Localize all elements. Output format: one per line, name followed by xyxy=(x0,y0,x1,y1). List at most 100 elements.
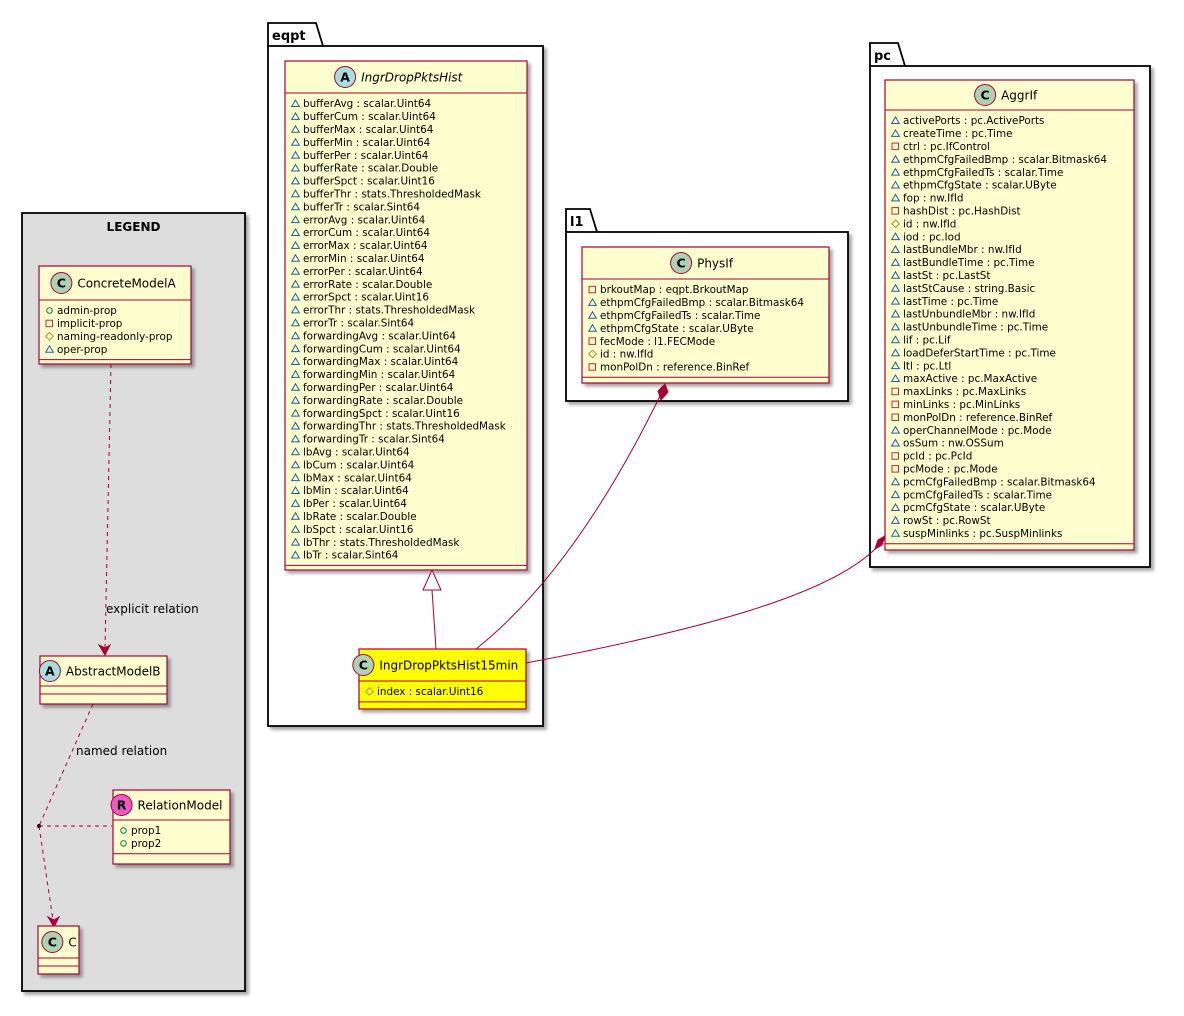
attribute: lbMin : scalar.Uint64 xyxy=(303,485,409,497)
visibility-package-icon xyxy=(290,550,301,559)
class-name: IngrDropPktsHist xyxy=(361,71,464,85)
visibility-package-icon xyxy=(290,344,301,353)
class-name: PhysIf xyxy=(697,257,734,271)
attribute: iod : pc.Iod xyxy=(903,231,961,243)
named-relation-edge: named relation xyxy=(37,703,167,929)
visibility-package-icon xyxy=(890,425,901,434)
attribute: bufferMax : scalar.Uint64 xyxy=(303,124,434,136)
class-box xyxy=(284,60,528,571)
attribute: forwardingThr : stats.ThresholdedMask xyxy=(303,421,506,433)
attribute: monPolDn : reference.BinRef xyxy=(903,412,1053,424)
class-name: AggrIf xyxy=(1001,89,1038,103)
visibility-protected-icon xyxy=(587,349,598,359)
visibility-package-icon xyxy=(290,447,301,456)
attribute: lbPer : scalar.Uint64 xyxy=(303,498,407,510)
visibility-package-icon xyxy=(290,137,301,146)
composition-diamond-aggrif xyxy=(874,534,886,551)
visibility-package-icon xyxy=(290,215,301,224)
visibility-package-icon xyxy=(890,154,901,163)
visibility-package-icon xyxy=(290,357,301,365)
visibility-package-icon xyxy=(290,124,301,133)
attribute: lbCum : scalar.Uint64 xyxy=(303,459,415,471)
class-name: RelationModel xyxy=(138,799,223,813)
attribute: loadDeferStartTime : pc.Time xyxy=(903,347,1056,359)
visibility-private-icon xyxy=(891,452,899,460)
attribute: ltl : pc.Ltl xyxy=(903,360,951,372)
visibility-public-icon xyxy=(120,827,127,834)
package-l1-tab xyxy=(565,208,598,233)
visibility-package-icon xyxy=(290,253,301,262)
attribute: lbTr : scalar.Sint64 xyxy=(303,550,399,562)
inheritance-edge xyxy=(422,568,442,650)
composition-line-aggrif xyxy=(525,547,877,664)
attribute: ethpmCfgFailedBmp : scalar.Bitmask64 xyxy=(600,297,804,309)
visibility-package-icon xyxy=(290,524,301,533)
visibility-package-icon xyxy=(290,408,301,417)
stereotype-a-icon xyxy=(38,660,61,682)
attribute: lastBundleMbr : nw.IfId xyxy=(903,244,1022,256)
visibility-package-icon xyxy=(290,150,301,159)
attribute: lbRate : scalar.Double xyxy=(303,511,417,523)
visibility-package-icon xyxy=(290,421,301,430)
attribute: implicit-prop xyxy=(57,318,123,330)
attribute: lastTime : pc.Time xyxy=(903,296,998,308)
stereotype-letter: A xyxy=(340,70,350,85)
attribute: monPolDn : reference.BinRef xyxy=(600,362,750,374)
attribute: minLinks : pc.MinLinks xyxy=(903,399,1020,411)
attribute: fecMode : l1.FECMode xyxy=(600,336,715,348)
attribute: bufferRate : scalar.Double xyxy=(303,163,438,175)
visibility-private-icon xyxy=(891,413,899,421)
class-name: AbstractModelB xyxy=(66,665,161,679)
visibility-private-icon xyxy=(891,465,899,473)
attribute: pcmCfgState : scalar.UByte xyxy=(903,502,1045,514)
named-relation-label: named relation xyxy=(76,744,167,758)
visibility-package-icon xyxy=(290,228,301,236)
explicit-relation-edge: explicit relation xyxy=(97,363,199,657)
visibility-package-icon xyxy=(890,490,901,499)
visibility-package-icon xyxy=(290,99,301,107)
visibility-private-icon xyxy=(891,207,899,215)
visibility-package-icon xyxy=(290,266,301,275)
attribute: forwardingSpct : scalar.Uint16 xyxy=(303,408,460,420)
visibility-package-icon xyxy=(890,193,901,202)
class-box xyxy=(884,79,1135,551)
class-box xyxy=(112,789,231,865)
stereotype-letter: C xyxy=(48,935,57,950)
composition-edge-aggrif xyxy=(525,534,886,664)
attribute: bufferAvg : scalar.Uint64 xyxy=(303,98,431,110)
visibility-package-icon xyxy=(890,515,901,524)
visibility-package-icon xyxy=(890,335,901,344)
package-eqpt-tab xyxy=(267,22,324,47)
ingr-drop-pkts-hist-class[interactable]: A IngrDropPktsHist bufferAvg : scalar.Uint… xyxy=(284,60,528,571)
attribute: ethpmCfgFailedTs : scalar.Time xyxy=(903,167,1063,179)
attribute: naming-readonly-prop xyxy=(57,331,173,343)
visibility-package-icon xyxy=(890,128,901,137)
attribute: errorPer : scalar.Uint64 xyxy=(303,266,423,278)
legend-title: LEGEND xyxy=(107,220,161,234)
attribute: prop1 xyxy=(131,825,161,837)
visibility-private-icon xyxy=(891,387,899,396)
attribute: maxLinks : pc.MaxLinks xyxy=(903,386,1026,398)
attribute: forwardingPer : scalar.Uint64 xyxy=(303,382,454,394)
composition-edge-physif xyxy=(475,383,669,650)
attribute: pcMode : pc.Mode xyxy=(903,464,998,476)
visibility-package-icon xyxy=(290,369,301,378)
visibility-private-icon xyxy=(45,319,53,328)
attribute: fop : nw.IfId xyxy=(903,193,964,205)
visibility-package-icon xyxy=(290,537,301,546)
class-name: IngrDropPktsHist15min xyxy=(379,659,518,673)
visibility-package-icon xyxy=(890,374,901,382)
class-box xyxy=(39,655,168,705)
inheritance-arrowhead xyxy=(422,568,442,591)
attribute: index : scalar.Uint16 xyxy=(377,686,483,698)
attribute: lastUnbundleTime : pc.Time xyxy=(903,322,1048,334)
visibility-package-icon xyxy=(290,434,301,443)
